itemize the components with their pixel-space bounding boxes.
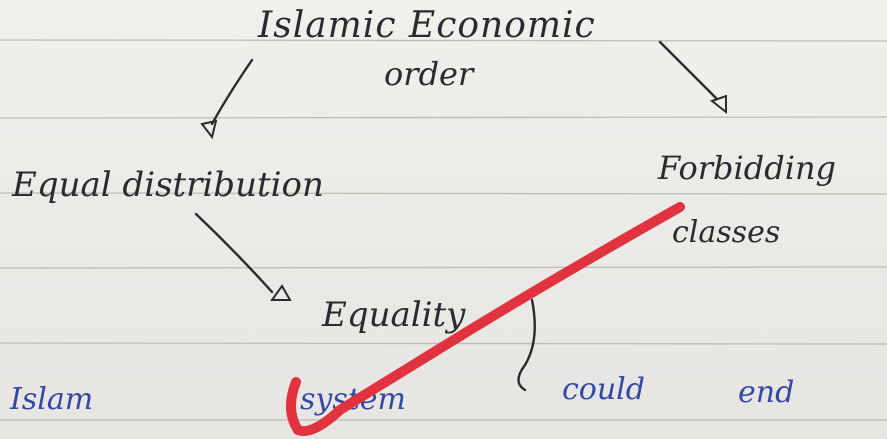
right-branch-label-1: Forbidding <box>658 149 837 187</box>
blue-word-4: end <box>738 375 795 410</box>
right-branch-label-2: classes <box>672 215 781 250</box>
arrow-to-equal-distribution <box>200 58 254 140</box>
bottom-node-label: Equality <box>322 295 466 335</box>
equality-tail-stroke <box>517 298 536 392</box>
blue-word-3: could <box>562 372 645 407</box>
title-line-1: Islamic Economic <box>258 5 596 46</box>
arrow-to-equality <box>194 212 292 301</box>
left-branch-label: Equal distribution <box>12 165 324 205</box>
title-line-2: order <box>384 55 474 93</box>
arrow-to-forbidding-classes <box>658 40 727 115</box>
blue-word-1: Islam <box>10 382 94 417</box>
